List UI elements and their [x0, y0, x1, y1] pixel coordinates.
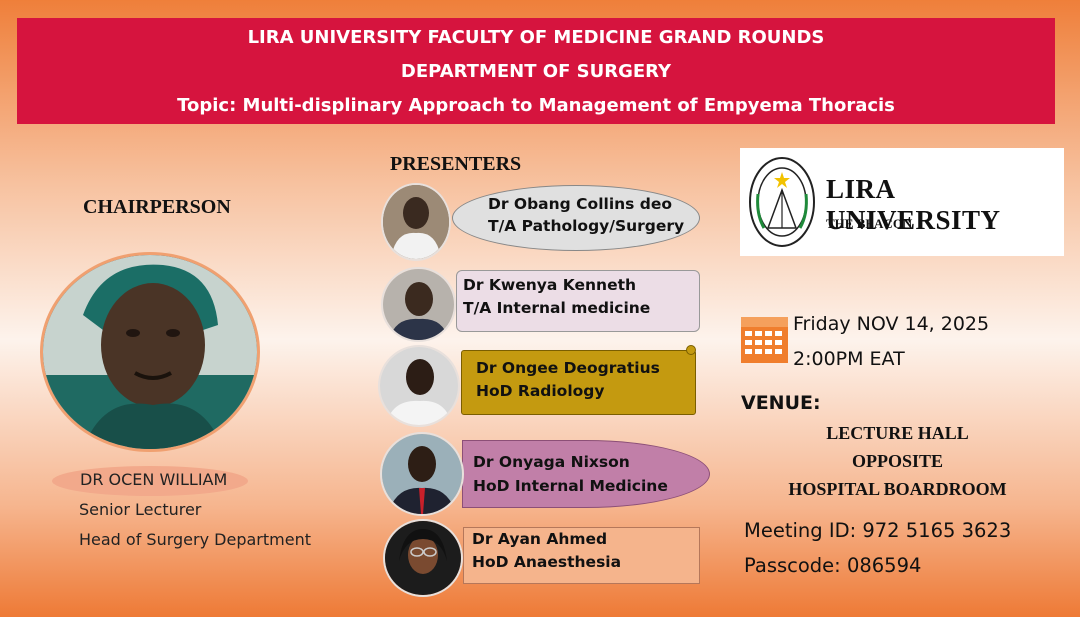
presenter-4-label-bg	[462, 440, 710, 508]
presenter-1-photo	[381, 183, 451, 261]
presenter-5-name: Dr Ayan Ahmed	[472, 530, 608, 548]
person-avatar-icon	[43, 255, 257, 449]
university-logo: LIRA UNIVERSITY THE BEACON	[740, 148, 1064, 256]
event-title: LIRA UNIVERSITY FACULTY OF MEDICINE GRAN…	[247, 27, 825, 48]
presenter-3-role: HoD Radiology	[476, 382, 605, 400]
presenter-5-photo	[383, 519, 463, 597]
chairperson-name-highlight	[52, 466, 248, 496]
chairperson-title: Senior Lecturer	[79, 500, 202, 519]
event-date: Friday NOV 14, 2025	[793, 313, 990, 335]
title-banner: LIRA UNIVERSITY FACULTY OF MEDICINE GRAN…	[17, 18, 1055, 124]
presenter-2-role: T/A Internal medicine	[463, 299, 651, 317]
person-avatar-icon	[380, 347, 458, 425]
presenter-4-photo	[380, 432, 464, 516]
university-seal-icon	[749, 157, 815, 247]
chairperson-role: Head of Surgery Department	[79, 530, 311, 549]
presenter-1-name: Dr Obang Collins deo	[488, 195, 673, 213]
person-avatar-icon	[383, 185, 449, 259]
chairperson-heading: CHAIRPERSON	[83, 196, 231, 218]
meeting-id: Meeting ID: 972 5165 3623	[744, 519, 1012, 542]
person-avatar-icon	[383, 269, 454, 340]
person-avatar-icon	[382, 434, 462, 514]
presenter-2-name: Dr Kwenya Kenneth	[463, 276, 637, 294]
chairperson-name: DR OCEN WILLIAM	[80, 470, 228, 489]
meeting-passcode: Passcode: 086594	[744, 554, 922, 577]
presenter-3-name: Dr Ongee Deogratius	[476, 359, 660, 377]
presenter-4-role: HoD Internal Medicine	[473, 477, 668, 495]
department-title: DEPARTMENT OF SURGERY	[400, 61, 672, 82]
venue-line-3: HOSPITAL BOARDROOM	[788, 479, 1007, 499]
university-tagline: THE BEACON	[826, 216, 913, 231]
presenter-3-label-bg	[461, 350, 696, 415]
venue-line-2: OPPOSITE	[851, 451, 944, 471]
presenter-1-role: T/A Pathology/Surgery	[488, 217, 685, 235]
presenter-3-photo	[378, 345, 460, 427]
venue-line-1: LECTURE HALL	[826, 423, 969, 443]
event-time: 2:00PM EAT	[793, 348, 905, 370]
calendar-icon	[741, 317, 788, 363]
topic-title: Topic: Multi-displinary Approach to Mana…	[177, 95, 895, 116]
person-avatar-icon	[385, 521, 461, 595]
university-name: LIRA UNIVERSITY	[826, 174, 1001, 235]
presenter-2-photo	[381, 267, 456, 342]
presenters-heading: PRESENTERS	[390, 153, 522, 175]
presenter-1-label-bg	[452, 185, 700, 251]
scroll-curl	[686, 345, 696, 355]
venue-label: VENUE:	[741, 392, 821, 414]
presenter-5-role: HoD Anaesthesia	[472, 553, 622, 571]
presenter-2-label-bg	[456, 270, 700, 332]
presenter-5-label-bg	[463, 527, 700, 584]
chairperson-photo	[40, 252, 260, 452]
presenter-4-name: Dr Onyaga Nixson	[473, 453, 630, 471]
